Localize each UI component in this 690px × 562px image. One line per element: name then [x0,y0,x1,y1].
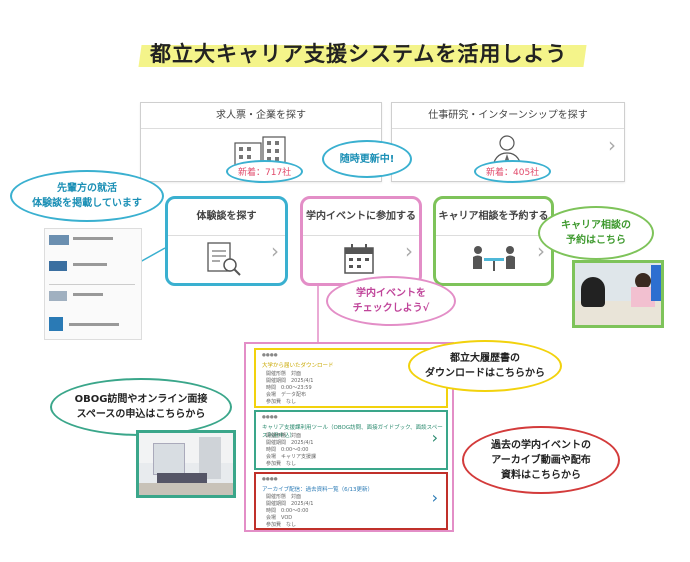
interview-room-photo [136,430,236,498]
event-detail: 開催期間 2025/4/1 [266,378,314,384]
updated-bubble: 随時更新中! [322,140,412,178]
event-detail: 開催形態 対面 [266,494,302,500]
counseling-bubble: キャリア相談の 予約はこちら [538,206,654,260]
event-detail: 時間 0:00～23:59 [266,385,312,391]
consultation-table-icon [473,246,515,271]
event-title: キャリア支援課利用ツール（OBOG訪問、面接ガイドブック、面談スペース利用申込） [262,425,443,439]
counseling-feature[interactable]: キャリア相談を予約する › [433,196,554,286]
event-meta: ●●●● [262,477,278,482]
research-card-label: 仕事研究・インターンシップを探す [392,103,624,129]
event-detail: 参加費 なし [266,522,297,528]
event-title: アーカイブ配信：過去資料一覧（6/13更新） [262,487,374,493]
chevron-right-icon: › [271,239,279,263]
experience-list-thumbnail [44,228,142,340]
event-detail: 開催期間 2025/4/1 [266,440,314,446]
experience-feature-label: 体験談を探す [168,199,285,236]
events-feature[interactable]: 学内イベントに参加する › [300,196,422,286]
events-feature-label: 学内イベントに参加する [303,199,419,236]
calendar-icon [344,244,374,274]
event-item-tools[interactable]: ●●●● キャリア支援課利用ツール（OBOG訪問、面接ガイドブック、面談スペース… [254,410,448,470]
event-item-archive[interactable]: ●●●● アーカイブ配信：過去資料一覧（6/13更新） 開催形態 対面 開催期間… [254,472,448,530]
counseling-feature-label: キャリア相談を予約する [436,199,551,236]
event-detail: 参加費 なし [266,461,297,467]
event-title: 大学から届いたダウンロード [262,363,334,369]
obog-bubble: OBOG訪問やオンライン面接 スペースの申込はこちらから [50,378,232,436]
counseling-bubble-line1: キャリア相談の [561,220,631,231]
resume-bubble: 都立大履歴書の ダウンロードはこちらから [408,340,562,392]
document-search-icon [207,242,241,276]
research-new-count: 新着：405社 [474,160,552,183]
obog-bubble-line2: スペースの申込はこちらから [76,409,206,420]
resume-bubble-line2: ダウンロードはこちらから [425,368,545,379]
event-check-line1: 学内イベントを [356,288,426,299]
past-bubble-line3: 資料はこちらから [501,469,581,481]
experience-feature[interactable]: 体験談を探す › [165,196,288,286]
chevron-right-icon: › [405,239,413,263]
event-meta: ●●●● [262,353,278,358]
jobs-new-count: 新着：717社 [226,160,304,183]
past-bubble-line1: 過去の学内イベントの [491,439,591,451]
chevron-right-icon: › [431,488,438,507]
event-meta: ●●●● [262,415,278,420]
past-bubble-line2: アーカイブ動画や配布 [491,454,591,466]
chevron-right-icon: › [431,428,438,447]
event-detail: 開催形態 対面 [266,433,302,439]
senior-bubble-line1: 先輩方の就活 [57,183,117,194]
research-card[interactable]: 仕事研究・インターンシップを探す › [391,102,625,182]
chevron-right-icon: › [537,239,545,263]
event-detail: 会場 VOD [266,515,293,521]
page-title: 都立大キャリア支援システムを活用しよう [150,42,568,66]
event-detail: 会場 データ配布 [266,392,307,398]
chevron-right-icon: › [608,133,616,157]
event-detail: 会場 キャリア支援課 [266,454,317,460]
updated-bubble-text: 随時更新中! [339,153,395,165]
event-check-bubble: 学内イベントを チェックしよう√ [326,276,456,326]
senior-experience-bubble: 先輩方の就活 体験談を掲載しています [10,170,164,222]
event-detail: 開催期間 2025/4/1 [266,501,314,507]
past-events-bubble: 過去の学内イベントの アーカイブ動画や配布 資料はこちらから [462,426,620,494]
resume-bubble-line1: 都立大履歴書の [450,353,520,364]
event-detail: 時間 0:00～0:00 [266,508,309,514]
counseling-photo [572,260,664,328]
event-check-line2: チェックしよう√ [352,303,430,314]
senior-bubble-line2: 体験談を掲載しています [32,198,142,209]
jobs-card-label: 求人票・企業を探す [141,103,381,129]
obog-bubble-line1: OBOG訪問やオンライン面接 [74,394,208,405]
counseling-bubble-line2: 予約はこちら [566,235,626,246]
event-detail: 開催形態 対面 [266,371,302,377]
event-detail: 時間 0:00～0:00 [266,447,309,453]
event-detail: 参加費 なし [266,399,297,405]
